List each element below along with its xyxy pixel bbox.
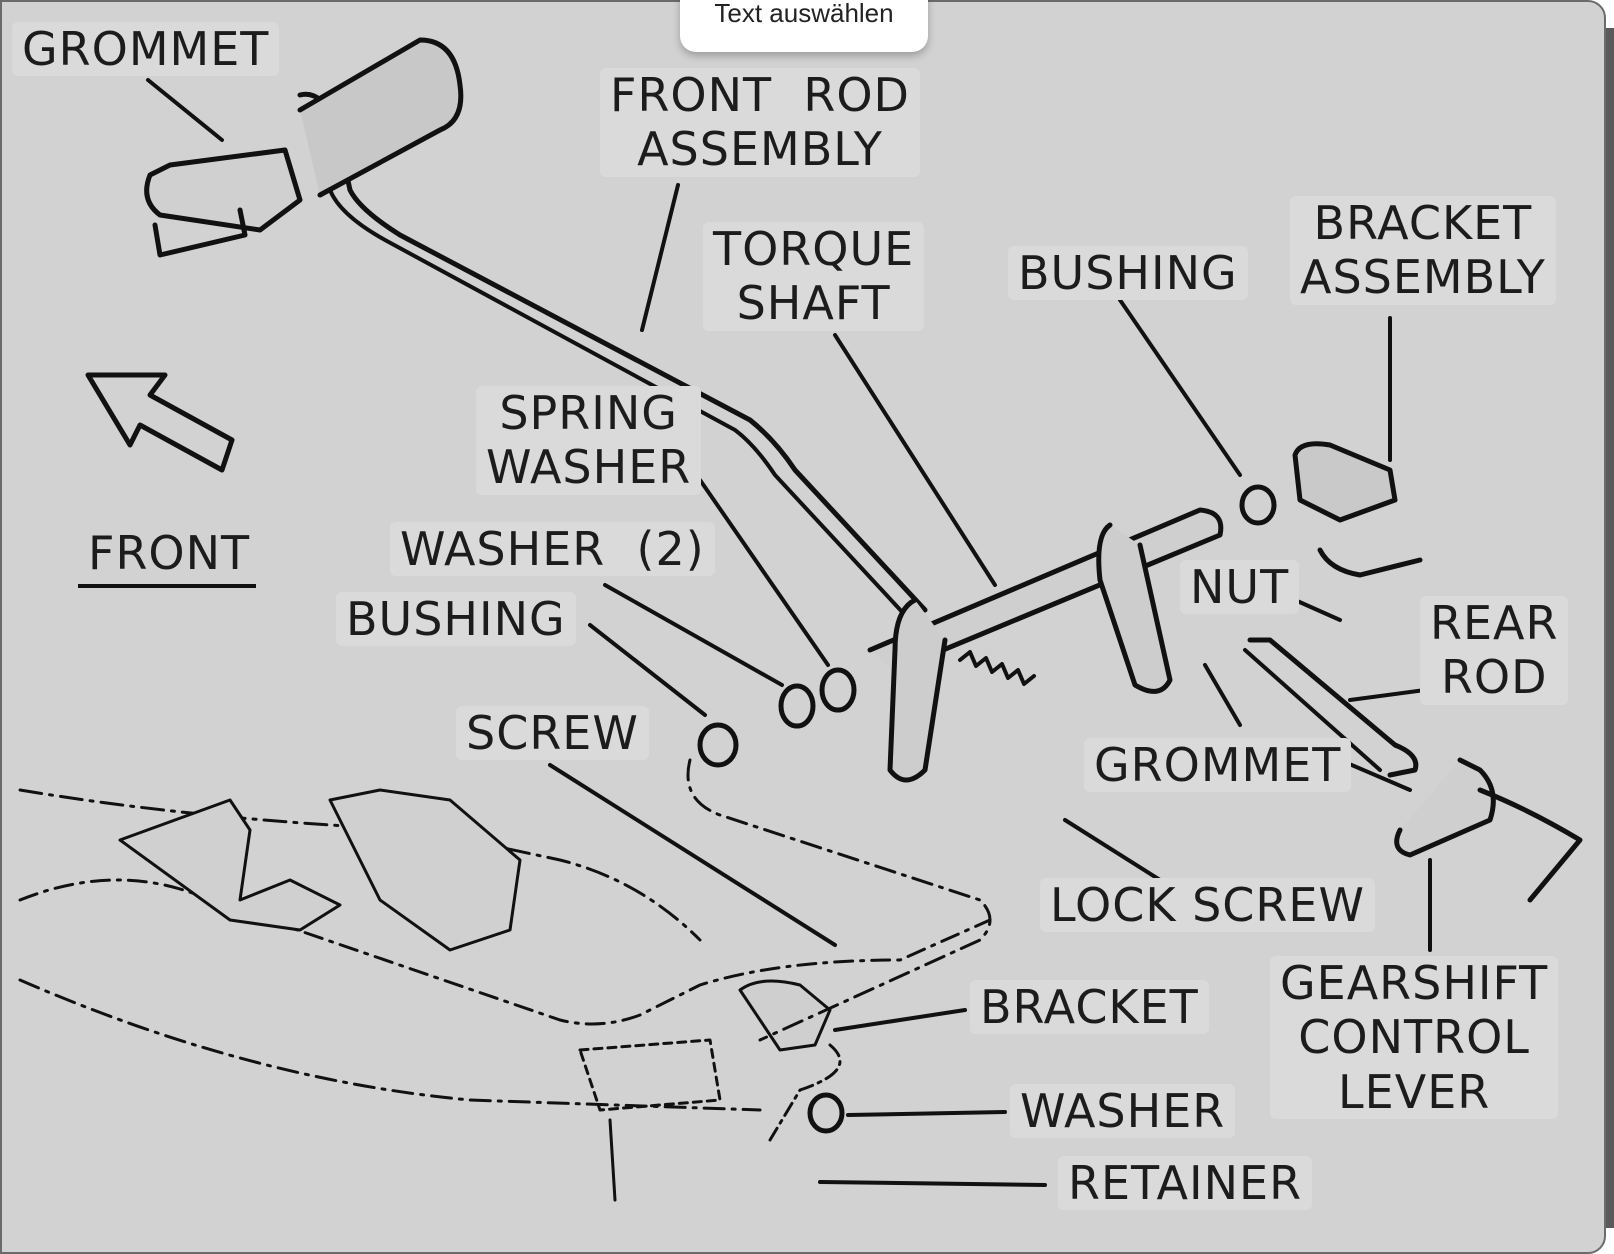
select-text-label: Text auswählen — [714, 0, 894, 28]
leader-torque-shaft — [833, 333, 997, 587]
bracket-assembly — [1292, 441, 1398, 523]
label-nut: NUT — [1180, 560, 1300, 615]
front-underline — [78, 584, 256, 588]
leader-front-rod — [640, 183, 680, 332]
leader-bracket — [833, 1008, 967, 1032]
label-lock-screw: LOCK SCREW — [1040, 878, 1375, 933]
leader-nut — [1293, 598, 1342, 622]
leader-bushing-top — [1118, 298, 1242, 477]
arrow-up-left-icon — [85, 372, 235, 473]
spring — [958, 650, 1036, 686]
washer-b — [819, 667, 857, 713]
bushing-left — [697, 722, 739, 768]
label-bracket-assembly: BRACKET ASSEMBLY — [1290, 196, 1556, 305]
leader-rear-rod — [1348, 688, 1427, 702]
label-gearshift-control-lever: GEARSHIFT CONTROL LEVER — [1270, 956, 1559, 1119]
leader-washer-2 — [603, 583, 784, 687]
label-bushing-left: BUSHING — [336, 592, 576, 647]
label-torque-shaft: TORQUE SHAFT — [703, 222, 925, 331]
leader-grommet-top — [146, 78, 224, 142]
label-bracket: BRACKET — [970, 980, 1209, 1035]
rear-rod — [1247, 637, 1419, 778]
select-text-button[interactable]: Text auswählen — [680, 0, 928, 52]
leader-grommet-right-2 — [1338, 758, 1412, 792]
label-front-rod-assembly: FRONT ROD ASSEMBLY — [600, 68, 920, 177]
washer-a — [778, 683, 816, 729]
leader-grommet-right — [1203, 663, 1242, 727]
front-rod-inner — [318, 98, 907, 617]
label-screw: SCREW — [456, 706, 649, 761]
label-spring-washer: SPRING WASHER — [476, 386, 702, 495]
label-washer-2: WASHER (2) — [390, 522, 715, 577]
leader-bushing-left — [588, 623, 707, 717]
bottom-washer — [807, 1092, 845, 1134]
leader-retainer — [818, 1180, 1047, 1187]
label-bushing-top: BUSHING — [1008, 246, 1248, 301]
gearshift-lever — [1394, 757, 1496, 858]
leader-washer — [846, 1110, 1007, 1117]
floor-pan — [18, 878, 992, 1026]
front-direction-label: FRONT — [88, 526, 251, 580]
label-washer: WASHER — [1010, 1084, 1236, 1139]
bushing-top — [1239, 484, 1277, 526]
panel-edge — [1606, 28, 1614, 1228]
label-retainer: RETAINER — [1058, 1156, 1313, 1211]
leader-spring-washer — [698, 478, 830, 667]
leader-lock-screw — [1063, 818, 1162, 882]
label-rear-rod: REAR ROD — [1420, 596, 1569, 705]
label-grommet-top: GROMMET — [12, 22, 280, 77]
label-grommet-right: GROMMET — [1084, 738, 1352, 793]
leader-screw — [548, 763, 837, 947]
column-tube — [297, 37, 464, 198]
column-clamp — [144, 147, 303, 233]
